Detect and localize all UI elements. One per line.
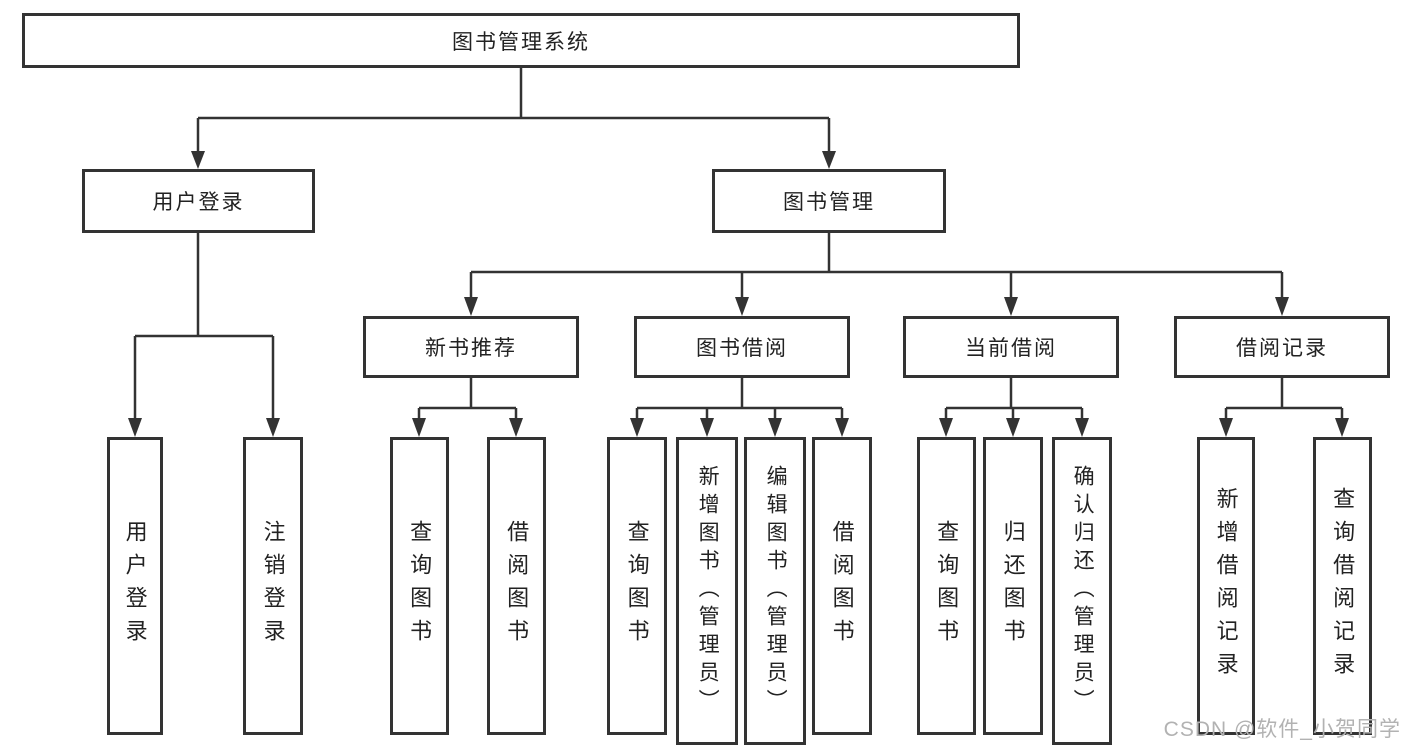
leaf-bb-edit-books-admin-label: 编辑图书（管理员）	[764, 465, 788, 717]
leaf-cb-query-books: 查询图书	[917, 437, 976, 735]
leaf-br-add-record-label: 新增借阅记录	[1213, 487, 1239, 685]
connector-newbook-to-leaves	[412, 378, 523, 437]
node-borrow-records: 借阅记录	[1174, 316, 1390, 378]
leaf-logout: 注销登录	[243, 437, 303, 735]
connector-userlogin-to-leaves	[128, 233, 280, 437]
leaf-cb-query-books-label: 查询图书	[934, 520, 960, 652]
connector-bookmgmt-to-modules	[464, 233, 1289, 316]
leaf-br-add-record: 新增借阅记录	[1197, 437, 1255, 735]
leaf-nbr-borrow-books: 借阅图书	[487, 437, 546, 735]
leaf-bb-edit-books-admin: 编辑图书（管理员）	[744, 437, 806, 745]
leaf-cb-confirm-return-admin: 确认归还（管理员）	[1052, 437, 1112, 745]
leaf-bb-add-books-admin: 新增图书（管理员）	[676, 437, 738, 745]
node-book-borrow: 图书借阅	[634, 316, 850, 378]
node-current-borrow: 当前借阅	[903, 316, 1119, 378]
leaf-cb-confirm-return-admin-label: 确认归还（管理员）	[1071, 465, 1095, 717]
node-user-login: 用户登录	[82, 169, 315, 233]
connector-root-to-level2	[191, 68, 836, 169]
leaf-nbr-query-books: 查询图书	[390, 437, 449, 735]
csdn-watermark: CSDN @软件_小贺同学	[1163, 718, 1401, 741]
connector-bookborrow-to-leaves	[630, 378, 849, 437]
leaf-nbr-borrow-books-label: 借阅图书	[504, 520, 530, 652]
leaf-br-query-record-label: 查询借阅记录	[1330, 487, 1356, 685]
leaf-bb-borrow-books-label: 借阅图书	[829, 520, 855, 652]
node-root: 图书管理系统	[22, 13, 1020, 68]
leaf-bb-borrow-books: 借阅图书	[812, 437, 872, 735]
connector-currentborrow-to-leaves	[939, 378, 1089, 437]
node-book-management: 图书管理	[712, 169, 946, 233]
leaf-user-login: 用户登录	[107, 437, 163, 735]
node-new-book-recommend: 新书推荐	[363, 316, 579, 378]
connector-records-to-leaves	[1219, 378, 1349, 437]
leaf-bb-query-books: 查询图书	[607, 437, 667, 735]
leaf-bb-query-books-label: 查询图书	[624, 520, 650, 652]
leaf-bb-add-books-admin-label: 新增图书（管理员）	[696, 465, 720, 717]
leaf-user-login-label: 用户登录	[122, 520, 148, 652]
leaf-nbr-query-books-label: 查询图书	[407, 520, 433, 652]
leaf-logout-label: 注销登录	[260, 520, 286, 652]
leaf-cb-return-books: 归还图书	[983, 437, 1043, 735]
leaf-cb-return-books-label: 归还图书	[1000, 520, 1026, 652]
leaf-br-query-record: 查询借阅记录	[1313, 437, 1372, 735]
